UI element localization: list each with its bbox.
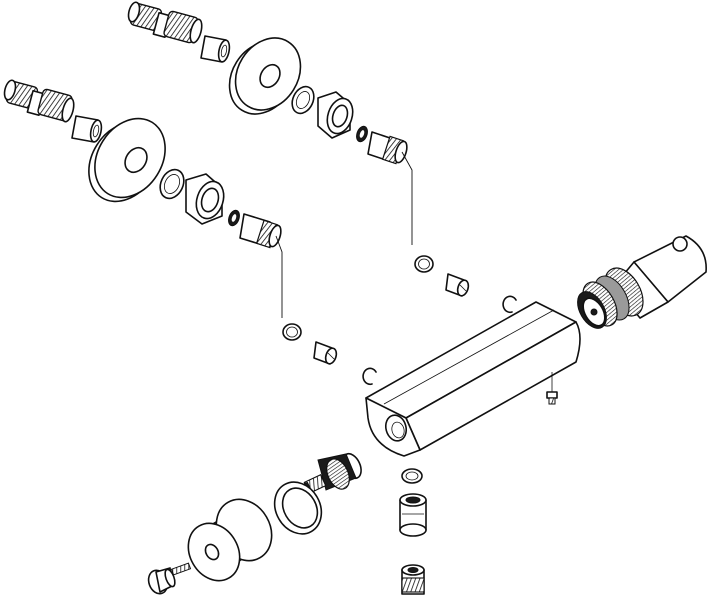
leader-line-upper bbox=[401, 151, 413, 245]
s-union-upper bbox=[127, 1, 203, 44]
escutcheon-lower bbox=[88, 117, 166, 203]
outlet-port bbox=[384, 414, 408, 442]
escutcheon-upper bbox=[228, 37, 302, 115]
fitting-assembly-upper bbox=[127, 1, 470, 297]
outlet-nipple bbox=[401, 564, 425, 595]
washer-lower bbox=[159, 168, 185, 200]
leader-line-lower bbox=[275, 235, 283, 318]
connector-upper bbox=[367, 131, 408, 165]
circlip-left bbox=[362, 367, 377, 386]
handle-knob bbox=[147, 567, 176, 595]
cartridge-stop-pin bbox=[672, 236, 688, 252]
handle-sleeve bbox=[187, 498, 273, 582]
strainer-upper bbox=[200, 35, 231, 63]
s-union-lower bbox=[3, 79, 75, 123]
seal-ring-upper bbox=[414, 255, 434, 273]
hex-nut-lower bbox=[185, 173, 225, 225]
set-screw bbox=[546, 372, 558, 405]
connector-lower bbox=[239, 213, 282, 249]
hex-nut-upper bbox=[317, 91, 354, 139]
circlip-right bbox=[502, 295, 517, 314]
check-valve-lower bbox=[313, 341, 338, 365]
outlet-washer bbox=[401, 468, 423, 484]
seal-ring-lower bbox=[282, 323, 302, 341]
handle-screw bbox=[170, 562, 192, 576]
cartridge-seal-ring bbox=[273, 481, 323, 535]
check-valve-upper bbox=[445, 273, 470, 297]
fitting-assembly-lower bbox=[3, 79, 338, 365]
thermostatic-cartridge bbox=[577, 235, 707, 329]
outlet-adapter bbox=[399, 493, 427, 537]
mixer-body bbox=[365, 301, 581, 457]
strainer-lower bbox=[71, 115, 103, 143]
